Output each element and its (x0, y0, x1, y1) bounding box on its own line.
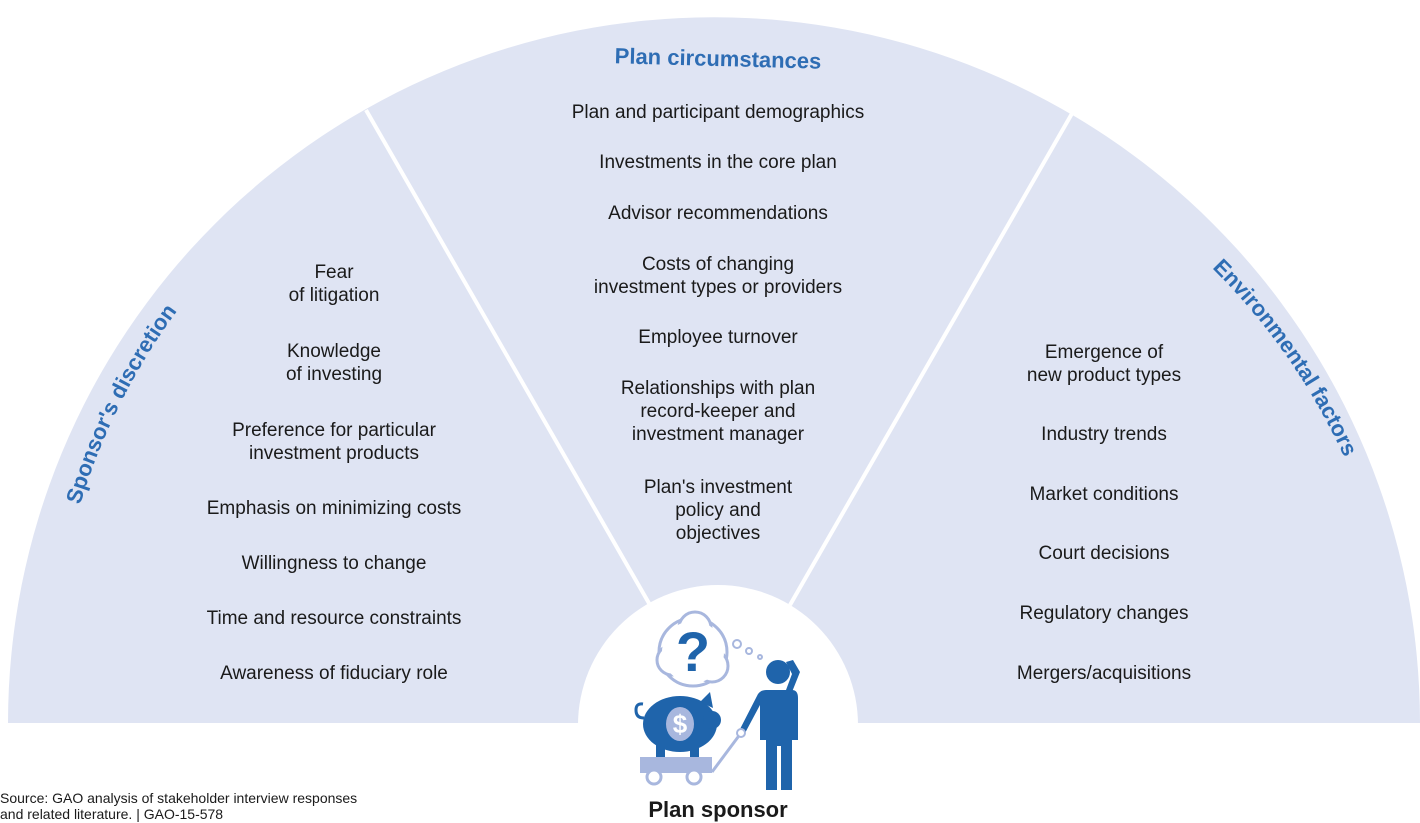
person-icon (739, 660, 800, 790)
fan-background (8, 17, 1420, 724)
center-item-1: Plan and participant demographics (571, 102, 865, 123)
right-item-1: Emergence of new product types (1026, 342, 1182, 386)
svg-text:?: ? (676, 620, 710, 683)
center-item-6: Relationships with plan record-keeper an… (620, 378, 816, 445)
center-item-2: Investments in the core plan (599, 152, 837, 173)
source-note: Source: GAO analysis of stakeholder inte… (0, 790, 358, 822)
left-item-6: Time and resource constraints (206, 608, 462, 629)
right-item-3: Market conditions (1029, 484, 1179, 505)
left-item-5: Willingness to change (241, 553, 427, 574)
divider-right (788, 109, 1076, 606)
plan-sponsor-icon: ? (634, 610, 800, 790)
svg-text:$: $ (673, 709, 688, 739)
left-item-1: Fear of litigation (288, 262, 380, 306)
plan-sponsor-label: Plan sponsor (648, 797, 788, 822)
left-item-3: Preference for particular investment pro… (232, 420, 436, 464)
left-item-7: Awareness of fiduciary role (220, 663, 448, 684)
center-item-4: Costs of changing investment types or pr… (593, 254, 843, 298)
center-item-7: Plan's investment policy and objectives (643, 477, 793, 544)
heading-plan-circumstances: Plan circumstances (614, 43, 821, 73)
left-item-2: Knowledge of investing (285, 341, 383, 385)
divider-left (364, 109, 652, 606)
wagon-icon (640, 757, 712, 786)
center-item-3: Advisor recommendations (608, 203, 828, 224)
right-item-6: Mergers/acquisitions (1016, 663, 1192, 684)
thought-cloud-icon: ? (655, 610, 763, 688)
piggy-bank-icon: $ (634, 692, 721, 757)
right-item-2: Industry trends (1041, 424, 1167, 445)
right-item-4: Court decisions (1038, 543, 1170, 564)
center-item-5: Employee turnover (638, 327, 798, 348)
right-item-5: Regulatory changes (1019, 603, 1189, 624)
left-item-4: Emphasis on minimizing costs (206, 498, 462, 519)
